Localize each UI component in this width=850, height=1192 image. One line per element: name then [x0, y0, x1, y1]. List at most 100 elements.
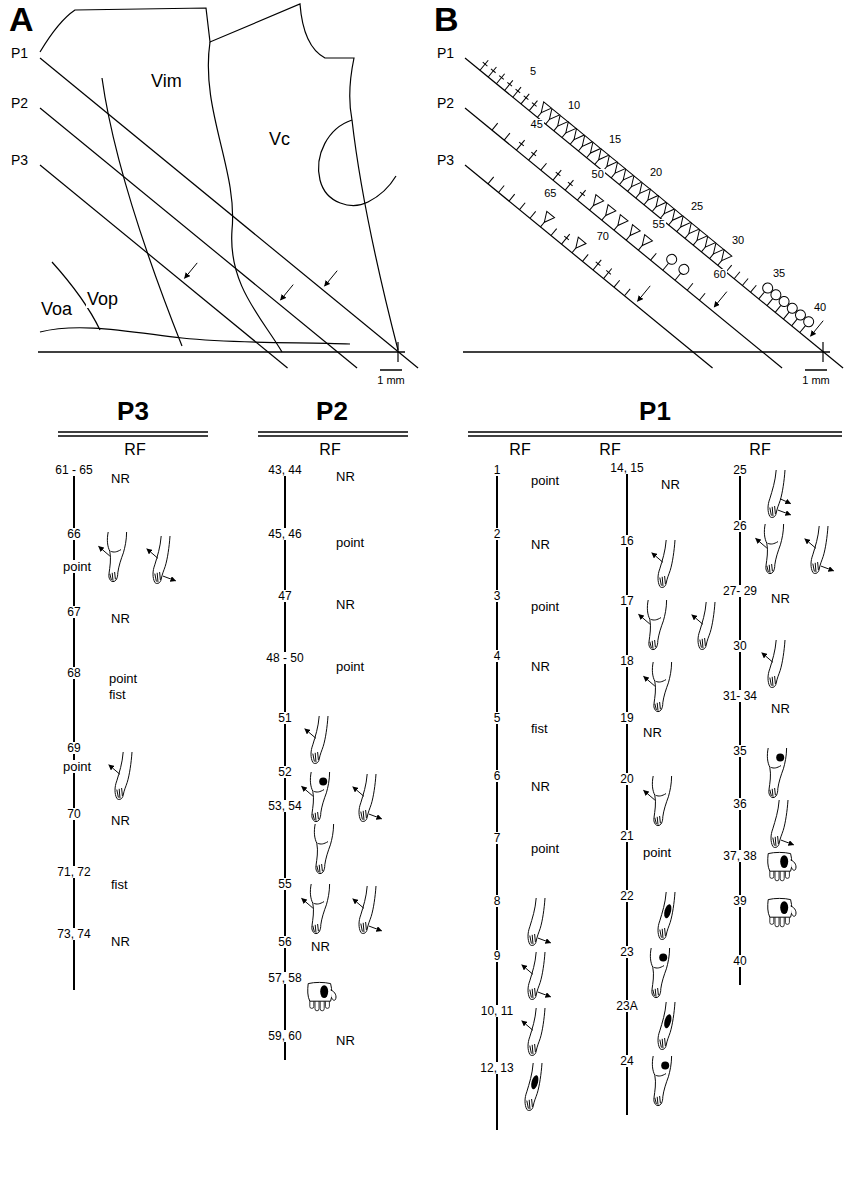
site-tick — [651, 253, 657, 260]
arm-outline — [771, 800, 788, 848]
site-triangle — [669, 209, 683, 223]
response-label: NR — [110, 612, 131, 625]
site-number: 18 — [619, 655, 634, 667]
movement-arrow — [780, 499, 790, 504]
site-triangle — [644, 189, 658, 203]
site-number: 19 — [619, 712, 634, 724]
column-heading: RF — [123, 442, 146, 458]
movement-arrow — [762, 653, 773, 663]
scale-bar — [380, 369, 402, 371]
palm-outline — [768, 852, 792, 871]
site-tick — [492, 123, 498, 130]
finger-lines — [361, 810, 367, 820]
recording-site — [537, 211, 555, 230]
response-label: NR — [110, 814, 131, 827]
site-number: 71, 72 — [56, 866, 91, 878]
elbow-figure — [302, 884, 330, 934]
site-number: 66 — [66, 528, 81, 540]
site-triangle — [718, 250, 732, 264]
site-number: 15 — [608, 134, 622, 145]
finger-lines — [653, 966, 664, 997]
site-triangle — [685, 223, 699, 237]
recording-site — [568, 237, 586, 256]
response-label: fist — [110, 878, 129, 891]
recording-site — [796, 315, 816, 336]
recording-site — [488, 177, 494, 184]
site-cross — [596, 262, 601, 266]
response-label: NR — [530, 660, 551, 673]
site-triangle — [554, 115, 568, 129]
finger-lines — [770, 766, 781, 797]
response-label: point — [530, 842, 560, 855]
recording-site — [624, 176, 642, 195]
site-triangle — [619, 169, 633, 183]
site-number: 55 — [652, 219, 666, 230]
arm-outline — [528, 952, 545, 1000]
track-label: P2 — [10, 96, 29, 110]
site-triangle — [537, 102, 551, 116]
site-triangle — [701, 236, 715, 250]
site-triangle — [660, 203, 674, 217]
elbow-figure — [644, 662, 672, 712]
baseline — [463, 351, 830, 353]
site-number: 20 — [649, 167, 663, 178]
response-label: NR — [770, 702, 791, 715]
finger-lines — [655, 1074, 666, 1105]
site-number: 8 — [493, 895, 502, 907]
arm-outline — [153, 536, 170, 584]
site-tick — [614, 280, 620, 287]
site-triangle — [602, 205, 616, 219]
site-triangle — [611, 162, 625, 176]
arm-outline — [652, 776, 671, 826]
site-number: 37, 38 — [722, 850, 757, 862]
site-number: 67 — [66, 606, 81, 618]
movement-arrow — [353, 899, 364, 909]
site-number: 53, 54 — [267, 800, 302, 812]
site-cross — [556, 172, 561, 176]
response-label: point — [62, 560, 92, 573]
site-number: 60 — [713, 269, 727, 280]
recording-site — [671, 262, 691, 283]
elbow-figure — [652, 1056, 671, 1106]
recording-site — [559, 232, 572, 246]
elbow-figure — [756, 524, 784, 574]
response-label: NR — [642, 726, 663, 739]
movement-arrow — [353, 787, 364, 797]
receptive-field-spot — [659, 954, 667, 962]
recording-site — [665, 209, 683, 228]
nucleus-outline — [208, 42, 282, 352]
site-tick — [551, 229, 557, 236]
recording-sites — [478, 58, 816, 335]
movement-arrow — [302, 786, 313, 796]
site-number: 31- 34 — [722, 690, 758, 702]
arm-outline — [652, 662, 671, 712]
receptive-field-spot — [663, 903, 673, 919]
site-tick — [783, 312, 789, 319]
site-tick — [529, 150, 537, 160]
recording-site — [542, 109, 560, 128]
arm-figure — [353, 774, 382, 822]
arm-outline — [311, 716, 328, 764]
site-cross — [499, 76, 504, 80]
panel-letter: A — [8, 2, 35, 36]
arm-outline — [314, 824, 333, 874]
site-number: 57, 58 — [267, 972, 302, 984]
finger-lines — [530, 988, 536, 998]
recording-site — [689, 230, 707, 249]
site-triangle — [638, 235, 652, 249]
site-number: 68 — [66, 667, 81, 679]
site-number: 47 — [277, 590, 292, 602]
recording-site — [751, 285, 757, 292]
title-rule — [58, 431, 208, 433]
finger-lines — [773, 836, 779, 846]
finger-lines — [700, 638, 706, 648]
track-label: P3 — [116, 398, 150, 424]
arm-outline — [359, 886, 376, 934]
movement-arrow — [756, 538, 767, 548]
site-triangle — [636, 183, 650, 197]
panel-letter: B — [433, 2, 460, 36]
response-label: NR — [530, 538, 551, 551]
column-heading: RF — [508, 442, 531, 458]
title-rule — [58, 435, 208, 437]
site-triangle — [595, 149, 609, 163]
